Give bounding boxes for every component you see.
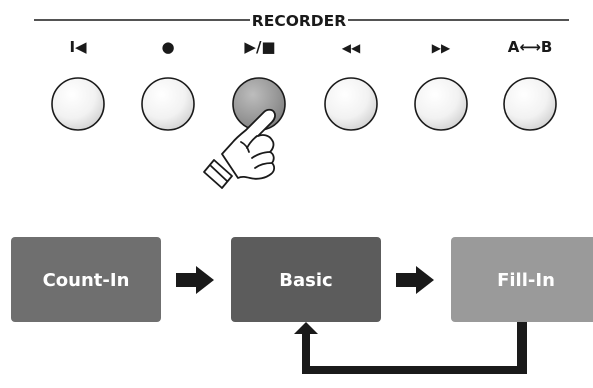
basic-label: Basic xyxy=(279,270,332,291)
ab-repeat-icon: A⟷B xyxy=(508,38,553,56)
loop-back-arrow xyxy=(294,322,527,374)
rewind-icon: ◀◀ xyxy=(342,41,361,55)
reset-button[interactable] xyxy=(51,77,105,131)
basic-box xyxy=(231,237,381,322)
record-button[interactable] xyxy=(141,77,195,131)
record-icon: ● xyxy=(161,38,174,56)
count-in-box xyxy=(11,237,161,322)
skip-to-start-icon: I◀ xyxy=(69,38,87,56)
fast-forward-icon: ▶▶ xyxy=(432,41,451,55)
recorder-heading: RECORDER xyxy=(252,12,346,30)
fill-in-box xyxy=(451,237,593,322)
arrow-count-in-to-basic xyxy=(176,266,214,294)
fast-forward-button[interactable] xyxy=(414,77,468,131)
fill-in-label: Fill-In xyxy=(497,270,555,291)
arrow-basic-to-fill-in xyxy=(396,266,434,294)
count-in-label: Count-In xyxy=(43,270,130,291)
play-stop-icon: ▶/■ xyxy=(244,38,275,56)
pointing-hand-icon xyxy=(203,108,276,189)
rewind-button[interactable] xyxy=(324,77,378,131)
ab-repeat-button[interactable] xyxy=(503,77,557,131)
